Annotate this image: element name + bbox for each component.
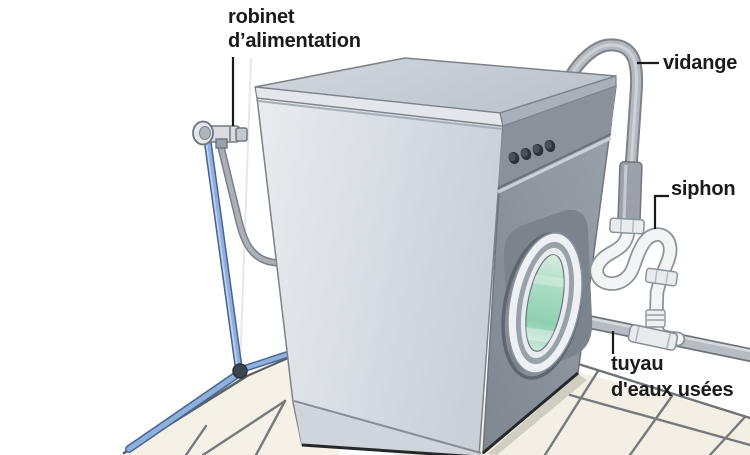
panel-groove-dark <box>497 133 612 189</box>
porthole-glass <box>525 254 565 352</box>
label-supply-valve: robinet d’alimentation <box>228 5 361 53</box>
label-waste-pipe-line2: d'eaux usées <box>611 379 734 401</box>
tap-outlet <box>215 138 228 149</box>
label-drain: vidange <box>663 52 738 74</box>
wall-corner-line <box>239 57 252 371</box>
drain-hose-sleeve <box>617 161 643 224</box>
supply-pipe-blue <box>125 140 302 453</box>
label-waste-pipe-line1: tuyau <box>611 353 664 375</box>
machine-bottom-edge-left <box>301 443 472 455</box>
machine-floor-shadow <box>487 374 587 455</box>
grout-lines-left <box>184 399 287 455</box>
tap-cap <box>235 127 248 142</box>
label-supply-valve-line1: robinet <box>228 6 295 28</box>
label-waste-pipe: tuyau d'eaux usées <box>611 351 734 403</box>
machine-bottom-edge-right <box>482 371 579 455</box>
pipe-tee-joint <box>232 363 248 379</box>
drain-hose <box>563 38 644 175</box>
washing-machine <box>254 57 617 455</box>
leader-trap <box>653 194 669 229</box>
porthole-door <box>501 232 583 380</box>
control-knobs <box>508 139 556 165</box>
trap-ribbed-section <box>645 309 666 328</box>
siphon-trap <box>589 161 686 351</box>
trap-tube <box>591 227 684 345</box>
label-trap: siphon <box>671 178 736 200</box>
kick-plate <box>294 403 481 455</box>
top-slab-edge-right <box>499 75 617 127</box>
trap-lower-nut <box>644 267 679 287</box>
leader-lines <box>231 57 669 354</box>
kick-plate-seam <box>293 400 482 454</box>
grout-lines-right <box>543 369 750 455</box>
control-panel <box>498 86 616 186</box>
supply-tap <box>192 120 248 149</box>
waste-pipe-tee-fitting <box>627 324 679 351</box>
floor-left <box>124 348 340 455</box>
wall-floor-junction-right <box>554 355 750 420</box>
label-supply-valve-line2: d’alimentation <box>228 30 361 52</box>
trap-inlet-nut <box>609 217 645 235</box>
supply-hose <box>217 143 285 267</box>
panel-groove-light <box>497 136 612 194</box>
left-face-top-shadow <box>257 100 503 130</box>
